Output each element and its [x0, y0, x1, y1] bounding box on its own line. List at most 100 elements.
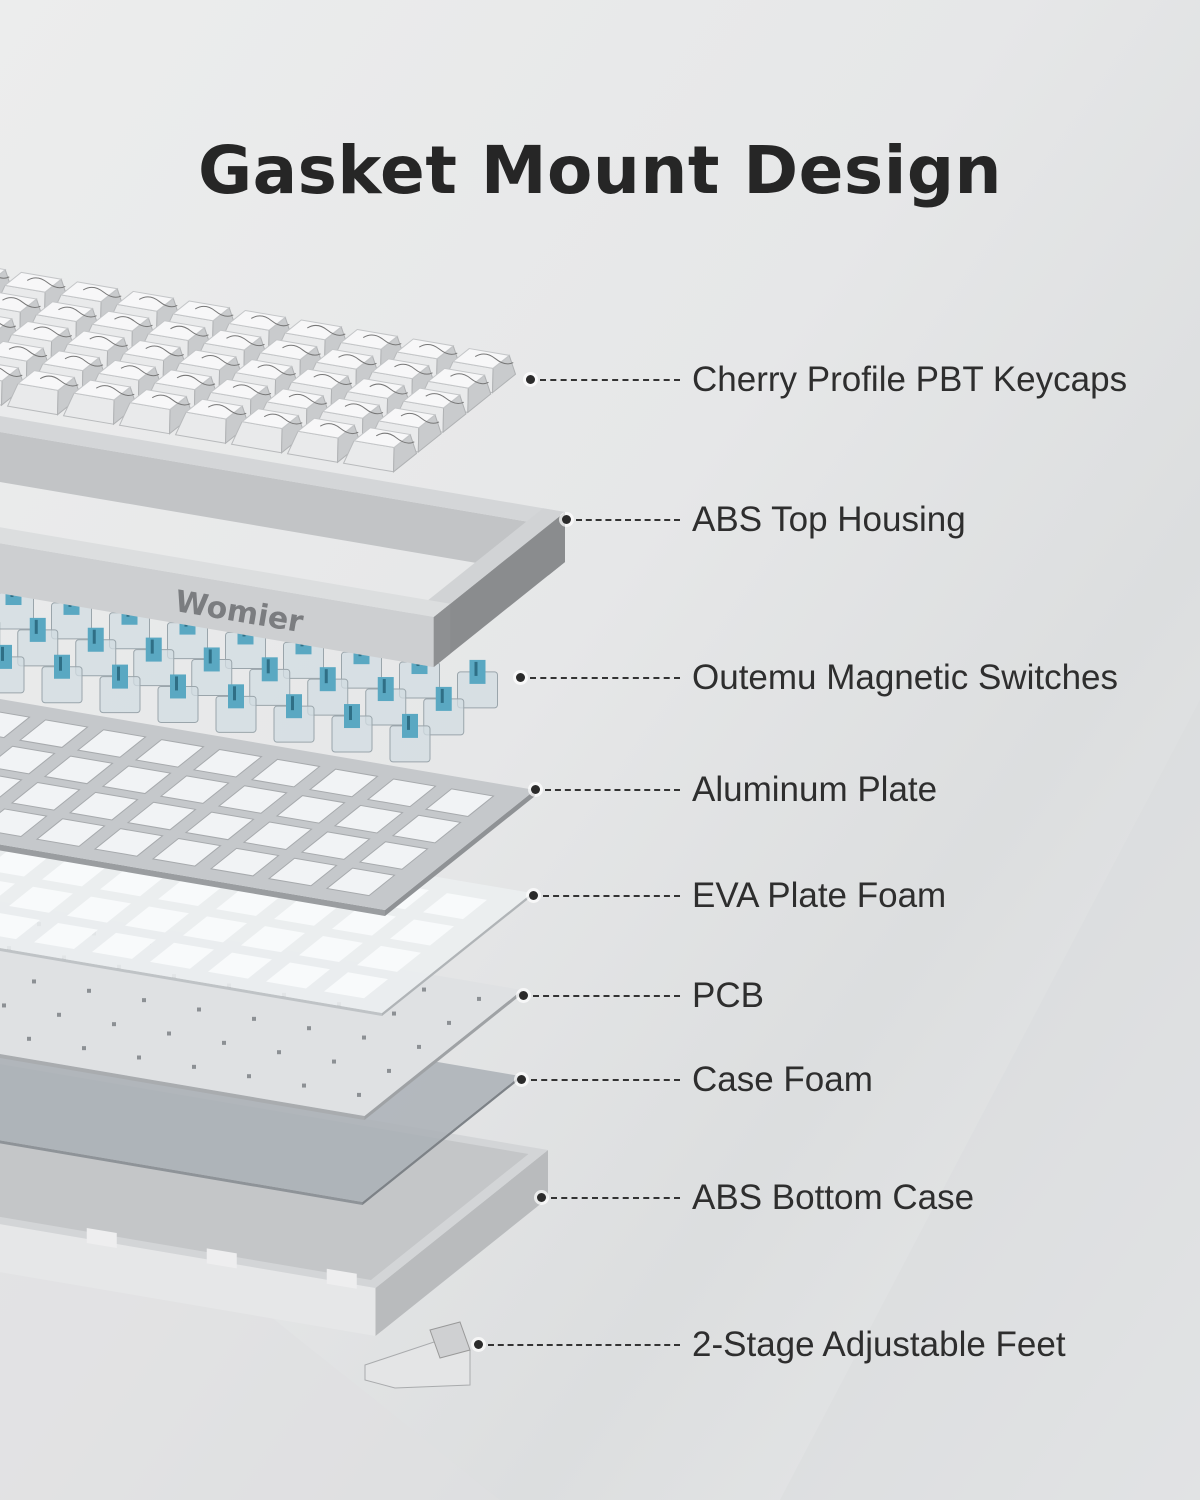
contour-pattern — [114, 316, 153, 328]
contour-pattern — [89, 336, 128, 347]
pcb-hole — [247, 1074, 251, 1079]
contour-pattern — [2, 297, 41, 309]
foam-cutout — [34, 923, 98, 949]
plate-cutout — [0, 775, 23, 798]
pcb-hole — [222, 1040, 226, 1045]
keycap-top — [377, 407, 437, 429]
contour-pattern — [8, 346, 48, 358]
plate-cutout — [0, 711, 31, 739]
plate-cutout — [366, 778, 437, 808]
keycap-top — [3, 271, 63, 293]
keycap-top — [339, 328, 399, 350]
switch-stem-detail — [291, 696, 294, 711]
leader-line — [488, 1344, 680, 1346]
keycap-top — [97, 359, 157, 381]
foam-cutout — [9, 886, 73, 913]
contour-pattern — [362, 334, 402, 346]
magnetic-switch — [191, 647, 233, 696]
pcb-hole — [277, 1050, 281, 1055]
keycap — [286, 417, 362, 464]
background-facet — [780, 0, 1200, 1500]
pcb-hole — [137, 1055, 141, 1060]
plate-cutout — [76, 729, 147, 758]
contour-pattern — [226, 335, 265, 347]
front-face — [0, 1140, 363, 1205]
label-text: ABS Top Housing — [692, 500, 966, 539]
keycap-top — [35, 301, 94, 323]
plate-cutout — [300, 831, 371, 860]
keycap-top — [128, 389, 188, 410]
plate-cutout — [18, 719, 89, 748]
contour-pattern — [0, 323, 16, 328]
contour-pattern — [257, 364, 296, 376]
pcb-hole — [357, 1092, 361, 1097]
keycap-top — [283, 319, 343, 341]
leader-dot — [529, 891, 538, 900]
keycap-top — [115, 290, 175, 312]
keycap-top — [171, 300, 231, 322]
plate-cutout — [391, 814, 462, 844]
keycap-top — [209, 378, 269, 400]
magnetic-switch — [17, 617, 59, 667]
leader-dot — [531, 785, 540, 794]
layer-label-top-housing: ABS Top Housing — [0, 500, 1200, 540]
foam-cutout — [216, 889, 280, 916]
plate-cutout — [68, 791, 139, 821]
leader-dot — [519, 991, 528, 1000]
keycap-top — [240, 408, 300, 430]
magnetic-switch — [99, 664, 141, 714]
pcb-hole — [87, 988, 91, 993]
plate-cutout — [10, 782, 81, 811]
contour-pattern — [313, 374, 352, 385]
contour-pattern — [82, 286, 122, 298]
keycap — [230, 408, 306, 454]
front-face — [0, 431, 549, 576]
contour-pattern — [0, 276, 10, 279]
keycap-top — [0, 268, 7, 275]
keycap-top — [16, 370, 76, 391]
plate-cutout — [358, 841, 429, 870]
switch-stem-detail — [382, 679, 386, 694]
contour-pattern — [0, 367, 23, 377]
contour-pattern — [425, 393, 464, 404]
pcb-hole — [142, 998, 146, 1003]
plate-cutout — [159, 775, 230, 804]
keycap-top — [227, 309, 287, 331]
plate-cutout — [93, 828, 164, 857]
pcb-hole — [477, 996, 481, 1001]
side-face — [364, 990, 522, 1120]
side-face — [362, 1076, 520, 1205]
leader-dot — [537, 1193, 546, 1202]
foam-cutout — [92, 932, 156, 959]
plate-cutout — [101, 765, 172, 795]
side-face — [433, 603, 451, 667]
switch-stem-detail — [150, 639, 154, 654]
foam-cutout — [299, 936, 363, 963]
leader-dot — [474, 1340, 483, 1349]
keycap-top — [203, 329, 262, 351]
pcb-hole — [192, 1064, 196, 1069]
magnetic-switch — [457, 659, 498, 709]
foam-cutout — [150, 942, 214, 969]
top-face — [0, 527, 451, 617]
foam-cutout — [183, 916, 247, 943]
case-detail — [86, 1228, 117, 1248]
foam-cutout — [42, 860, 106, 887]
keycap-top — [315, 348, 374, 370]
contour-pattern — [176, 374, 216, 386]
label-text: Aluminum Plate — [692, 770, 938, 809]
magnetic-switch — [75, 627, 117, 677]
contour-pattern — [450, 373, 489, 385]
plate-cutout — [424, 788, 495, 817]
contour-pattern — [394, 363, 433, 375]
switch-stem-detail — [175, 676, 178, 691]
foam-cutout — [0, 881, 15, 896]
aluminum-plate-drawing — [0, 699, 535, 916]
pcb-hole — [27, 1036, 31, 1041]
foam-cutout — [357, 945, 421, 972]
contour-pattern — [282, 344, 321, 356]
keycap-top — [265, 388, 325, 410]
foam-cutout — [0, 913, 40, 940]
plate-cutout — [209, 847, 280, 877]
top-face — [0, 415, 565, 526]
